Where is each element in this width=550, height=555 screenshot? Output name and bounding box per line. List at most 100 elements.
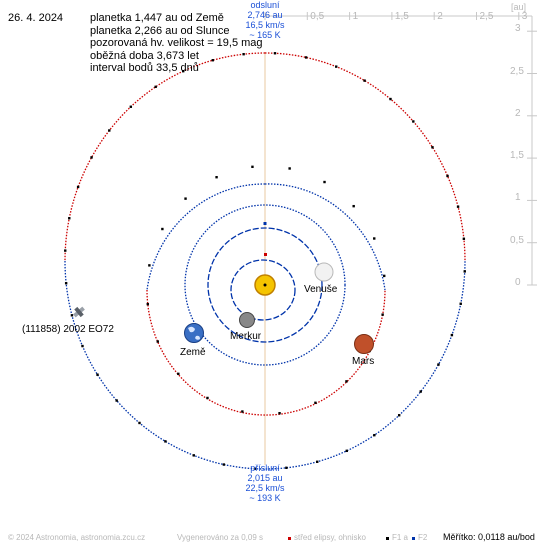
asteroid-orbit-point bbox=[192, 454, 195, 457]
mars-orbit-point bbox=[148, 264, 151, 267]
asteroid-orbit-point bbox=[138, 421, 141, 425]
info-panel: planetka 1,447 au od Země planetka 2,266… bbox=[90, 12, 263, 75]
mars-orbit bbox=[146, 183, 386, 416]
asteroid-orbit-point bbox=[437, 363, 440, 366]
mars-orbit-point bbox=[161, 227, 164, 231]
mercury-label: Merkur bbox=[230, 331, 262, 342]
asteroid-orbit bbox=[64, 52, 466, 470]
info-line-interval: interval bodů 33,5 dnů bbox=[90, 62, 199, 75]
info-line-sun-distance: planetka 2,266 au od Slunce bbox=[90, 24, 230, 37]
mars-orbit-point bbox=[288, 167, 291, 170]
top-axis-tick-label: 1,5 bbox=[394, 11, 409, 22]
asteroid-orbit-point bbox=[129, 105, 133, 108]
axis-unit-label: [au] bbox=[511, 2, 527, 12]
right-axis-tick-label: 2 bbox=[515, 107, 521, 119]
info-line-magnitude: pozorovaná hv. velikost = 19,5 mag bbox=[90, 37, 263, 50]
venus bbox=[314, 262, 334, 282]
earth-label: Země bbox=[180, 347, 206, 358]
mars-label: Mars bbox=[352, 356, 375, 367]
asteroid-orbit-point bbox=[335, 65, 338, 68]
mercury bbox=[239, 312, 255, 328]
top-axis-tick-label: 1 bbox=[352, 11, 359, 22]
mars-orbit-point bbox=[241, 410, 244, 413]
mars-orbit-point bbox=[278, 411, 281, 415]
perihelion-speed: 22,5 km/s bbox=[245, 483, 285, 493]
asteroid-orbit-point bbox=[363, 79, 366, 82]
asteroid-orbit-point bbox=[81, 344, 84, 348]
asteroid-orbit-point bbox=[76, 185, 80, 189]
orbit-points bbox=[64, 52, 466, 470]
ellipse-center-marker bbox=[264, 253, 267, 256]
top-axis-tick-label: 2 bbox=[437, 11, 443, 22]
asteroid-orbit-point bbox=[164, 440, 167, 443]
asteroid-orbit-point bbox=[115, 399, 118, 402]
mars-orbit-point bbox=[251, 165, 254, 169]
mercury-orbit bbox=[230, 259, 296, 321]
asteroid-orbit-point bbox=[431, 146, 434, 149]
asteroid-orbit-point bbox=[389, 97, 392, 101]
asteroid-orbit-point bbox=[70, 314, 74, 317]
asteroid-orbit-point bbox=[373, 433, 376, 437]
asteroid-orbit-point bbox=[304, 56, 308, 59]
info-line-earth-distance: planetka 1,447 au od Země bbox=[90, 12, 224, 24]
right-axis-tick-label: 1,5 bbox=[510, 150, 524, 162]
perihelion-distance: 2,015 au bbox=[247, 473, 283, 483]
perihelion-title: přísluní bbox=[250, 463, 280, 473]
mars-orbit-point bbox=[345, 380, 348, 383]
asteroid-orbit-point bbox=[459, 302, 462, 305]
venus-label: Venuše bbox=[304, 284, 338, 295]
asteroid-label: (111858) 2002 EO72 bbox=[22, 324, 114, 335]
mars-orbit-point bbox=[156, 340, 159, 343]
mars-orbit-point bbox=[373, 237, 376, 240]
asteroid-orbit-point bbox=[211, 59, 214, 62]
perihelion-label: přísluní 2,015 au 22,5 km/s ~ 193 K bbox=[236, 463, 294, 503]
asteroid-orbit-point bbox=[273, 52, 277, 55]
asteroid-orbit-point bbox=[462, 237, 466, 240]
mars-orbit-point bbox=[323, 180, 326, 184]
sun-focus-dot bbox=[263, 283, 267, 287]
asteroid-orbit-point bbox=[253, 467, 257, 470]
mars-orbit-point bbox=[383, 274, 386, 278]
mars-orbit-point bbox=[146, 302, 149, 306]
asteroid-orbit-point bbox=[456, 205, 460, 208]
asteroid-orbit-point bbox=[316, 460, 319, 463]
aphelion-distance: 2,746 au bbox=[247, 10, 283, 20]
mars-orbit-point bbox=[184, 197, 187, 200]
top-axis-tick-label: 2,5 bbox=[479, 11, 494, 22]
legend-f1-dot bbox=[386, 537, 389, 540]
asteroid-orbit-point bbox=[397, 414, 401, 417]
earth bbox=[184, 323, 204, 343]
asteroid-orbit-point bbox=[345, 449, 348, 453]
footer-copyright: © 2024 Astronomia, astronomia.zcu.cz bbox=[8, 533, 146, 542]
footer-legend-f1: F1 a bbox=[392, 533, 409, 542]
asteroid-orbit-point bbox=[285, 466, 288, 470]
venus-orbit bbox=[207, 227, 323, 343]
asteroid-orbit-point bbox=[450, 333, 454, 337]
asteroid-marker bbox=[73, 306, 85, 318]
asteroid-orbit-point bbox=[182, 69, 185, 73]
asteroid-orbit-point bbox=[96, 373, 99, 376]
perihelion-temp: ~ 193 K bbox=[249, 493, 281, 503]
earth-orbit bbox=[184, 204, 346, 366]
asteroid-orbit-point bbox=[108, 129, 111, 132]
mars-orbit-point bbox=[206, 396, 209, 400]
mars-orbit-point bbox=[381, 313, 384, 316]
right-axis-tick-label: 0,5 bbox=[510, 234, 524, 246]
asteroid-orbit-point bbox=[419, 390, 422, 393]
asteroid-orbit-point bbox=[222, 463, 226, 466]
mars bbox=[354, 334, 374, 354]
footer-legend-center: střed elipsy, ohnisko bbox=[294, 533, 366, 542]
right-axis-tick-label: 0 bbox=[515, 277, 521, 288]
info-line-period: oběžná doba 3,673 let bbox=[90, 49, 199, 62]
focus-marker bbox=[263, 222, 267, 225]
mars-orbit-point bbox=[177, 372, 180, 376]
top-axis-tick-label: 3 bbox=[521, 11, 528, 22]
right-axis-tick-label: 2,5 bbox=[510, 65, 524, 77]
aphelion-temp: ~ 165 K bbox=[249, 30, 281, 40]
right-axis-tick-label: 1 bbox=[515, 192, 521, 204]
asteroid-orbit-point bbox=[68, 217, 71, 220]
axis-ticks bbox=[264, 12, 537, 286]
mars-orbit-point bbox=[352, 204, 355, 208]
asteroid-orbit-point bbox=[412, 120, 415, 123]
